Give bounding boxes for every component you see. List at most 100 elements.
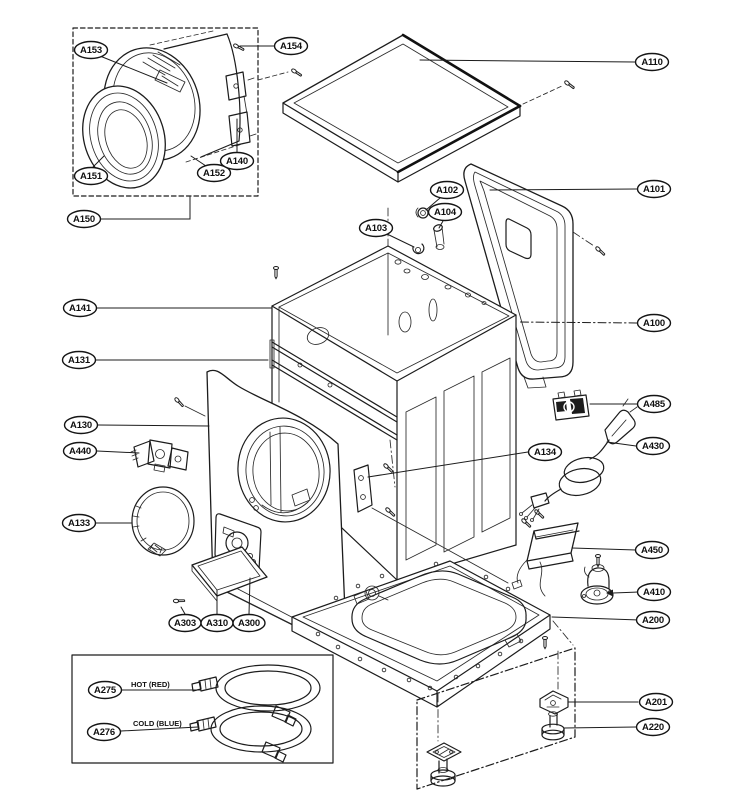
base-assembly [291, 560, 576, 790]
callout-label: A485 [643, 399, 666, 410]
screw-icon [542, 636, 548, 650]
callout-a140: A140 [219, 151, 255, 171]
callouts: A153 A154 A110 A151 A152 A140 A150 A102 … [61, 36, 674, 742]
callout-label: A104 [434, 207, 457, 218]
callout-a300: A300 [232, 613, 266, 633]
callout-a102: A102 [429, 180, 465, 200]
base-clips [315, 561, 524, 691]
callout-label: A133 [68, 518, 90, 529]
callout-a133: A133 [61, 513, 97, 533]
callout-label: A103 [365, 223, 387, 234]
callout-a485: A485 [636, 394, 672, 414]
callout-a200: A200 [635, 610, 671, 630]
callout-a310: A310 [200, 613, 234, 633]
callout-a220: A220 [635, 717, 671, 737]
side-panel-recess [405, 396, 437, 561]
cold-hose-label: COLD (BLUE) [133, 719, 182, 728]
callout-label: A151 [80, 171, 103, 182]
callout-a150: A150 [66, 209, 102, 229]
door-assembly [72, 27, 304, 197]
door-hinge-bracket [225, 71, 257, 147]
callout-label: A150 [73, 214, 95, 225]
hot-hose [191, 664, 321, 727]
callout-label: A100 [643, 318, 665, 329]
callout-a104: A104 [427, 202, 463, 222]
callout-a440: A440 [62, 441, 98, 461]
noise-filter-part [552, 389, 590, 421]
door-lock-part [130, 439, 189, 473]
callout-label: A131 [68, 355, 91, 366]
back-panel [463, 163, 608, 389]
callout-a410: A410 [636, 582, 672, 602]
callout-label: A440 [69, 446, 91, 457]
callout-label: A303 [174, 618, 196, 629]
base-pump-detail [353, 585, 522, 648]
door-latch-detail [142, 51, 186, 93]
door-glass [104, 109, 148, 169]
callout-a151: A151 [73, 166, 109, 186]
callout-a303: A303 [168, 613, 202, 633]
foot-plate [426, 742, 462, 762]
callout-label: A310 [206, 618, 228, 629]
callout-label: A134 [534, 447, 557, 458]
screw-icon [231, 42, 246, 52]
door-assembly-boundary [72, 27, 259, 197]
callout-a131: A131 [61, 350, 97, 370]
screw-icon [562, 79, 577, 90]
cross-rails [269, 339, 398, 441]
callout-a275: A275 [87, 680, 123, 700]
callout-a201: A201 [638, 692, 674, 712]
side-panel-recess [481, 357, 511, 533]
base-gasket-ring [351, 570, 527, 665]
hinge-bracket [353, 464, 373, 513]
callout-a100: A100 [636, 313, 672, 333]
callout-label: A201 [645, 697, 668, 708]
callout-a141: A141 [62, 298, 98, 318]
callout-label: A200 [642, 615, 664, 626]
callout-a276: A276 [86, 722, 122, 742]
callout-a130: A130 [63, 415, 99, 435]
door-front-rim [82, 85, 166, 189]
dispenser-parts [171, 546, 268, 606]
screw-icon [273, 266, 279, 280]
control-bracket-part [511, 507, 580, 597]
dispenser-tray [191, 546, 268, 597]
callout-a152: A152 [196, 163, 232, 183]
base-detail-boundary [416, 647, 576, 790]
callout-a450: A450 [634, 540, 670, 560]
callout-label: A154 [280, 41, 303, 52]
callout-a110: A110 [634, 52, 670, 72]
leveling-foot [430, 758, 456, 787]
leader-lines [92, 45, 639, 732]
door-opening [237, 417, 331, 523]
callout-label: A276 [93, 727, 115, 738]
screw-icon [532, 507, 547, 520]
hose-box-boundary [71, 654, 334, 764]
callout-label: A275 [94, 685, 117, 696]
clamp-part [412, 243, 425, 255]
callout-label: A101 [643, 184, 666, 195]
top-panel [282, 33, 577, 183]
pump-part [580, 554, 614, 605]
callout-label: A410 [643, 587, 665, 598]
door-gasket [131, 486, 195, 557]
screw-icon [593, 244, 608, 257]
callout-a153: A153 [73, 40, 109, 60]
callout-label: A450 [641, 545, 663, 556]
callout-label: A102 [436, 185, 458, 196]
callout-a101: A101 [636, 179, 672, 199]
callout-label: A152 [203, 168, 225, 179]
callout-label: A141 [69, 303, 92, 314]
hose-box: HOT (RED) COLD (BLUE) [71, 654, 334, 764]
callout-label: A430 [642, 441, 664, 452]
callout-label: A130 [70, 420, 92, 431]
callout-a134: A134 [527, 442, 563, 462]
callout-label: A110 [641, 57, 662, 68]
callout-a430: A430 [635, 436, 671, 456]
screw-icon [289, 67, 304, 77]
power-cord-part [519, 398, 638, 522]
hot-hose-label: HOT (RED) [131, 680, 170, 689]
leveling-foot-right [541, 711, 565, 741]
